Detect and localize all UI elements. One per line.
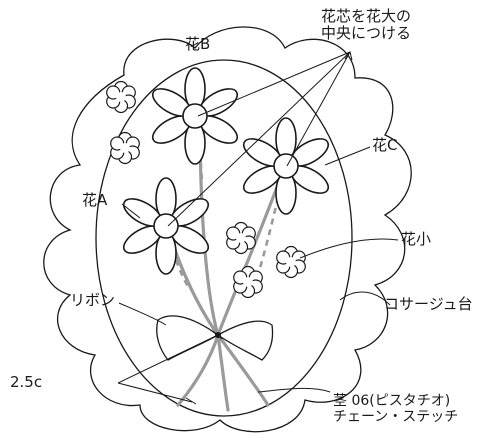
label-stem-line1: 茎 06(ピスタチオ) (333, 393, 451, 409)
label-corsage-base: コサージュ台 (384, 295, 473, 313)
small-flower-5 (230, 265, 266, 299)
label-flower-a: 花A (82, 191, 108, 209)
leader-lines (117, 50, 399, 403)
size-ticks (185, 330, 223, 405)
label-center-note-line2: 中央につける (321, 24, 412, 42)
label-size: 2.5c (10, 373, 43, 391)
flower-a (118, 177, 214, 275)
label-flower-c: 花C (372, 136, 398, 154)
small-flower-2 (107, 131, 143, 165)
label-stem: 茎 06(ピスタチオ) チェーン・ステッチ (333, 393, 458, 425)
flower-b (147, 67, 243, 165)
small-flower-4 (273, 245, 309, 279)
small-flower-1 (103, 80, 139, 114)
label-center-note-line1: 花芯を花大の (321, 7, 412, 25)
label-flower-b: 花B (185, 35, 211, 53)
small-flower-3 (223, 221, 259, 255)
label-ribbon: リボン (70, 291, 116, 309)
flower-c (238, 117, 334, 215)
large-flowers (118, 67, 334, 275)
label-stem-line2: チェーン・ステッチ (333, 409, 459, 425)
label-center-note: 花芯を花大の 中央につける (321, 8, 411, 42)
label-flower-small: 花小 (401, 230, 432, 248)
small-flowers (103, 80, 309, 299)
